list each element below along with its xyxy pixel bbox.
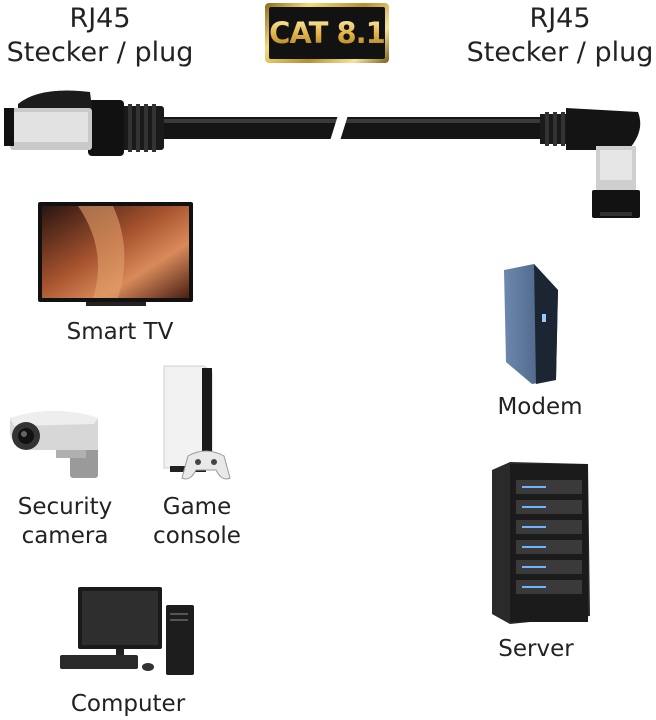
server-icon [492,462,590,624]
game-console-label: Game console [132,493,262,551]
left-plug-label: RJ45 Stecker / plug [2,2,198,70]
server-label: Server [498,636,574,662]
cat-badge-text: CAT 8.1 [269,16,386,50]
cat-badge: CAT 8.1 [265,3,389,63]
smart-tv-icon [38,202,193,306]
left-rj45-plug-icon [4,90,164,156]
right-plug-label-line2: Stecker / plug [466,37,654,68]
cable-break [329,112,349,144]
computer-icon [60,587,194,675]
security-camera-label: Security camera [2,493,128,551]
game-console-label-line2: console [153,523,241,549]
security-camera-label-line2: camera [21,523,109,549]
smart-tv-label: Smart TV [66,319,174,345]
game-console-icon [163,365,231,480]
cable-illustration [4,90,641,218]
security-camera-icon [10,411,98,478]
right-plug-label-line1: RJ45 [529,3,591,34]
right-plug-label: RJ45 Stecker / plug [462,2,656,70]
right-rj45-angled-plug-icon [540,108,641,218]
security-camera-label-line1: Security [17,494,113,520]
modem-icon [504,264,558,384]
modem-label: Modem [497,394,583,420]
left-plug-label-line2: Stecker / plug [6,37,194,68]
game-console-label-line1: Game [162,494,232,520]
computer-label: Computer [70,691,186,717]
left-plug-label-line1: RJ45 [69,3,131,34]
